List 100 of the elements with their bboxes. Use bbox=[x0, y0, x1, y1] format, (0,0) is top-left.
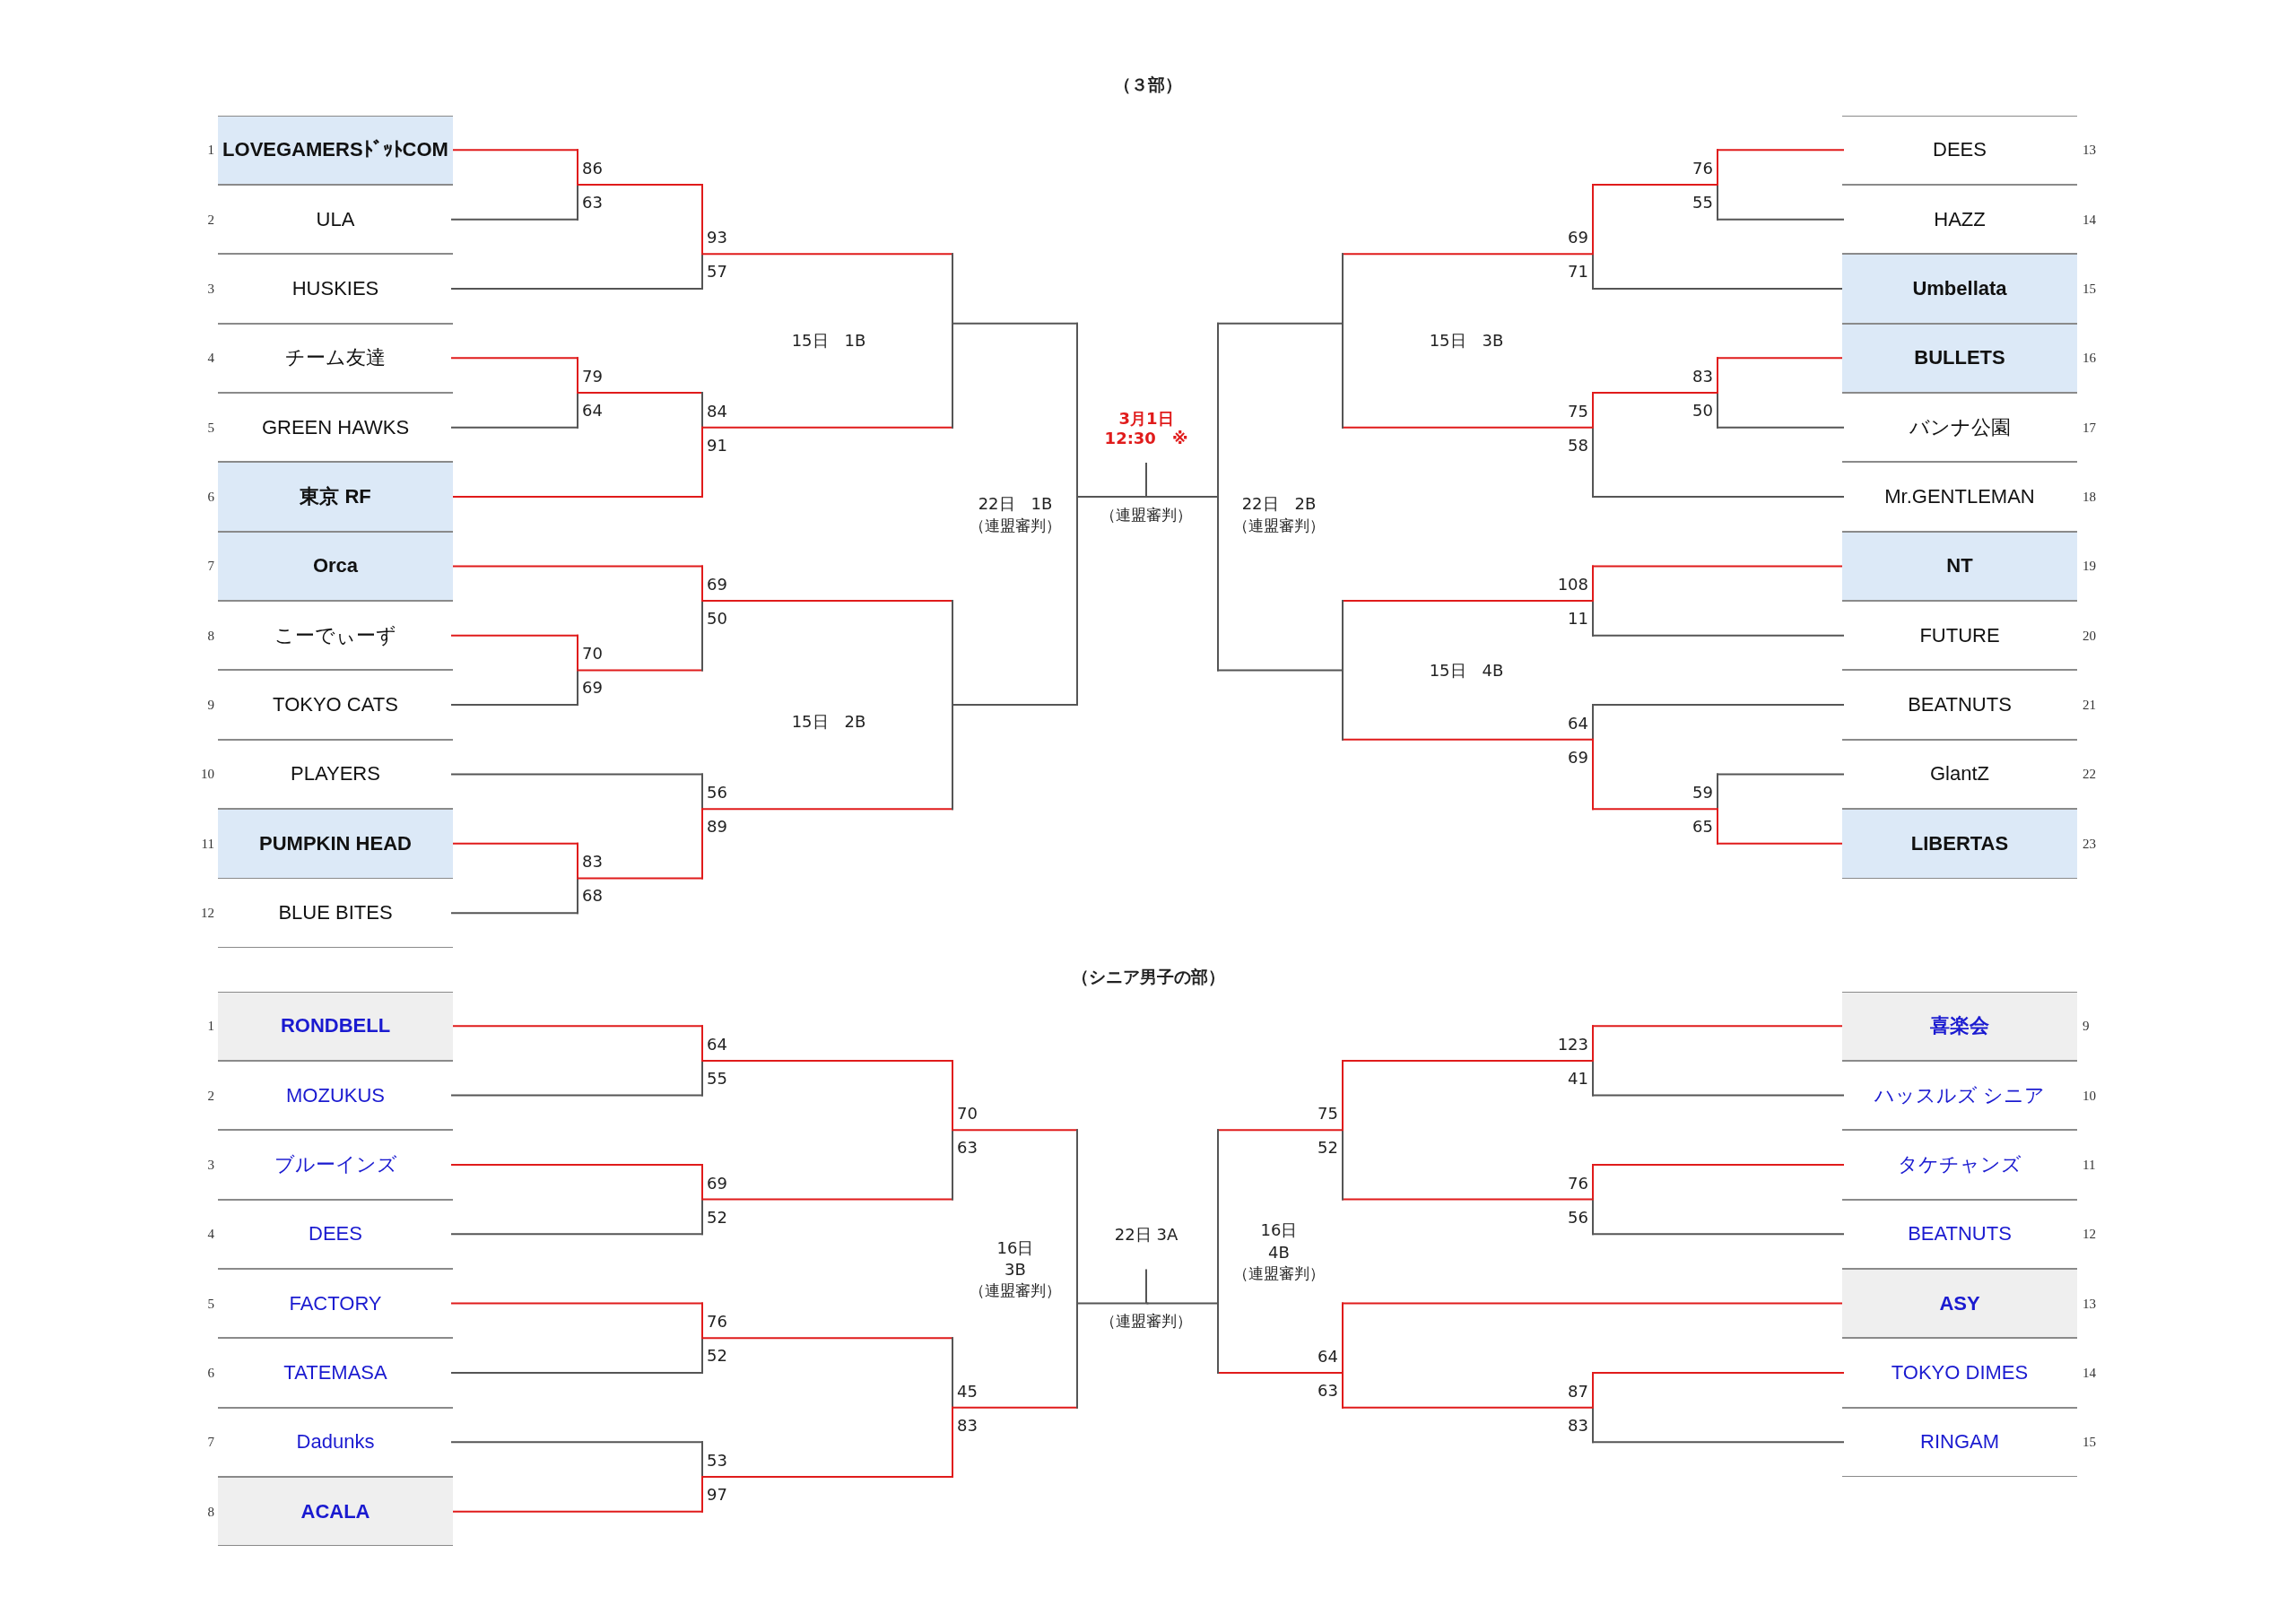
team-name: DEES bbox=[1933, 138, 1987, 162]
seed-number: 12 bbox=[201, 905, 214, 921]
score: 69 bbox=[1568, 747, 1588, 767]
score: 56 bbox=[707, 782, 727, 802]
team-name: FUTURE bbox=[1919, 623, 2000, 647]
team-name: RONDBELL bbox=[280, 1014, 391, 1038]
seed-number: 16 bbox=[2083, 350, 2096, 366]
schedule-label: 12:30 ※ bbox=[1104, 428, 1188, 449]
score: 70 bbox=[582, 643, 603, 663]
seed-number: 20 bbox=[2083, 628, 2096, 644]
seed-number: 18 bbox=[2083, 489, 2096, 505]
seed-number: 7 bbox=[207, 1434, 214, 1450]
score: 76 bbox=[707, 1311, 727, 1331]
seed-number: 1 bbox=[207, 142, 214, 158]
score: 64 bbox=[1568, 713, 1588, 733]
team-name: ACALA bbox=[300, 1499, 370, 1523]
team-name: BLUE BITES bbox=[278, 901, 393, 925]
score: 79 bbox=[582, 366, 603, 386]
score: 69 bbox=[582, 677, 603, 697]
score: 70 bbox=[957, 1103, 978, 1123]
score: 63 bbox=[1318, 1380, 1338, 1400]
score: 63 bbox=[957, 1137, 978, 1157]
team-name: BULLETS bbox=[1914, 346, 2005, 370]
score: 83 bbox=[582, 851, 603, 871]
seed-number: 7 bbox=[207, 558, 214, 574]
team-name: ハッスルズ シニア bbox=[1874, 1082, 2046, 1108]
seed-number: 12 bbox=[2083, 1226, 2096, 1242]
team-name: 東京 RF bbox=[300, 484, 371, 510]
schedule-label: 16日 bbox=[996, 1237, 1034, 1259]
score: 87 bbox=[1568, 1381, 1588, 1401]
team-name: 喜楽会 bbox=[1930, 1013, 1989, 1039]
score: 83 bbox=[1692, 366, 1713, 386]
score: 50 bbox=[1692, 400, 1713, 420]
team-name: タケチャンズ bbox=[1898, 1151, 2022, 1177]
seed-number: 8 bbox=[207, 628, 214, 644]
team-name: チーム友達 bbox=[285, 345, 386, 371]
score: 57 bbox=[707, 261, 727, 281]
seed-number: 6 bbox=[207, 489, 214, 505]
team-name: HUSKIES bbox=[291, 277, 379, 300]
team-name: RINGAM bbox=[1920, 1430, 1999, 1454]
score: 71 bbox=[1568, 261, 1588, 281]
score: 45 bbox=[957, 1381, 978, 1401]
seed-number: 5 bbox=[207, 420, 214, 436]
score: 86 bbox=[582, 158, 603, 178]
score: 108 bbox=[1557, 574, 1588, 594]
score: 55 bbox=[707, 1068, 727, 1088]
seed-number: 4 bbox=[207, 1226, 214, 1242]
score: 52 bbox=[707, 1207, 727, 1227]
team-name: こーでぃーず bbox=[274, 622, 396, 648]
seed-number: 17 bbox=[2083, 420, 2096, 436]
score: 64 bbox=[582, 400, 603, 420]
score: 11 bbox=[1568, 608, 1588, 628]
team-name: BEATNUTS bbox=[1908, 693, 2012, 717]
schedule-label: 22日 3A bbox=[1114, 1224, 1178, 1245]
score: 75 bbox=[1318, 1103, 1338, 1123]
seed-number: 11 bbox=[2083, 1157, 2096, 1173]
team-name: ULA bbox=[316, 207, 355, 231]
section-heading: （シニア男子の部） bbox=[1071, 966, 1225, 988]
score: 83 bbox=[1568, 1415, 1588, 1435]
schedule-label: （連盟審判） bbox=[1100, 504, 1192, 525]
team-name: MOZUKUS bbox=[286, 1083, 385, 1107]
seed-number: 9 bbox=[2083, 1018, 2090, 1034]
schedule-label: 3B bbox=[1004, 1259, 1026, 1279]
seed-number: 11 bbox=[201, 836, 214, 852]
seed-number: 8 bbox=[207, 1504, 214, 1520]
score: 65 bbox=[1692, 816, 1713, 836]
score: 68 bbox=[582, 885, 603, 905]
schedule-label: 22日 2B bbox=[1241, 493, 1317, 515]
team-name: FACTORY bbox=[289, 1291, 382, 1315]
score: 53 bbox=[707, 1450, 727, 1470]
seed-number: 3 bbox=[207, 1157, 214, 1173]
score: 123 bbox=[1557, 1034, 1588, 1054]
score: 69 bbox=[707, 1173, 727, 1193]
score: 52 bbox=[1318, 1137, 1338, 1157]
schedule-label: （連盟審判） bbox=[1100, 1310, 1192, 1332]
seed-number: 1 bbox=[207, 1018, 214, 1034]
team-name: BEATNUTS bbox=[1908, 1222, 2012, 1246]
schedule-label: 15日 1B bbox=[791, 330, 866, 352]
score: 76 bbox=[1568, 1173, 1588, 1193]
score: 41 bbox=[1568, 1068, 1588, 1088]
team-name: LIBERTAS bbox=[1910, 831, 2009, 855]
schedule-label: 4B bbox=[1268, 1242, 1290, 1262]
score: 97 bbox=[707, 1484, 727, 1504]
schedule-label: （連盟審判） bbox=[1233, 515, 1325, 536]
seed-number: 4 bbox=[207, 350, 214, 366]
score: 69 bbox=[707, 574, 727, 594]
schedule-label: 15日 3B bbox=[1429, 330, 1504, 352]
score: 89 bbox=[707, 816, 727, 836]
seed-number: 14 bbox=[2083, 212, 2096, 228]
team-name: Orca bbox=[312, 554, 359, 578]
schedule-label: （連盟審判） bbox=[970, 515, 1061, 536]
seed-number: 21 bbox=[2083, 697, 2096, 713]
seed-number: 3 bbox=[207, 281, 214, 297]
score: 83 bbox=[957, 1415, 978, 1435]
schedule-label: 15日 4B bbox=[1429, 660, 1504, 681]
team-name: バンナ公園 bbox=[1909, 414, 2011, 440]
score: 50 bbox=[707, 608, 727, 628]
team-name: Dadunks bbox=[296, 1430, 375, 1454]
seed-number: 2 bbox=[207, 212, 214, 228]
seed-number: 13 bbox=[2083, 1296, 2096, 1312]
